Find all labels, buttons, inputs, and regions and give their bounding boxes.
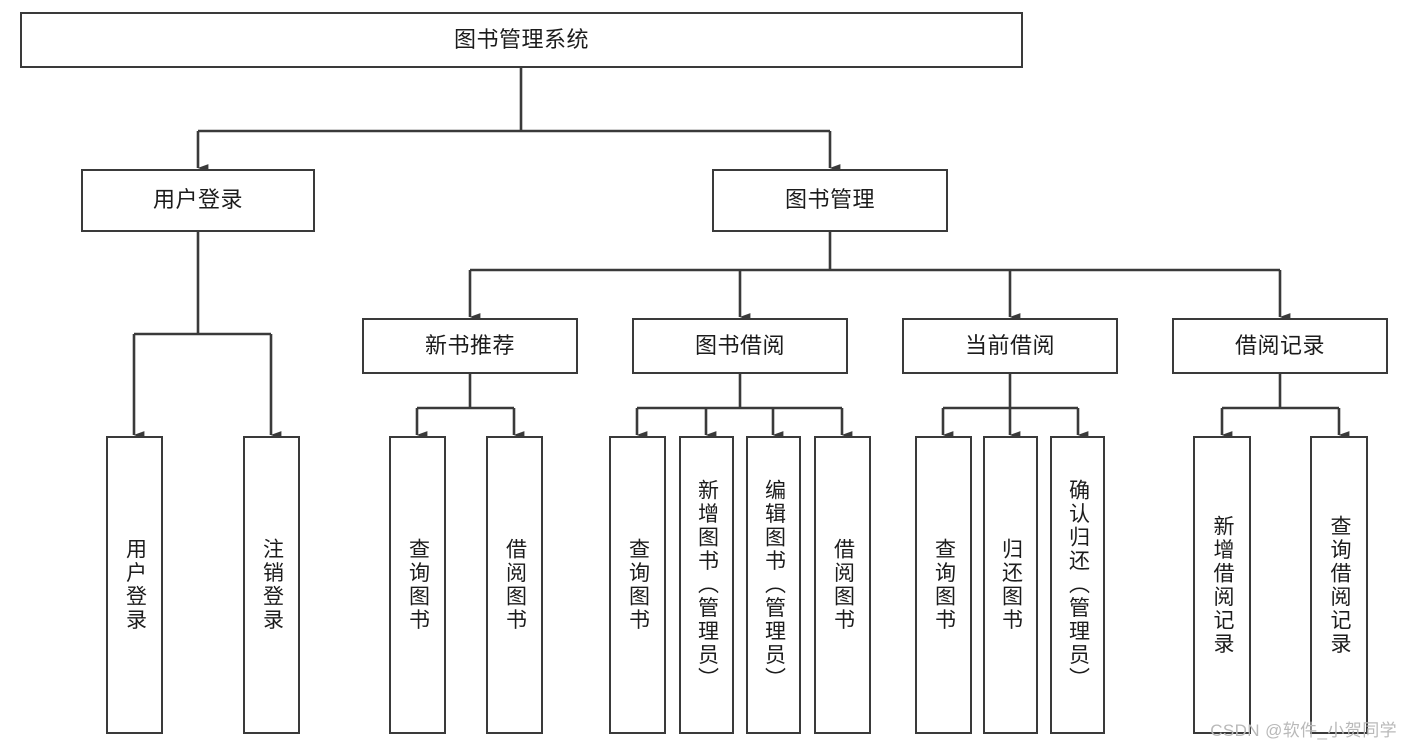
node-label: 查询图书 (932, 538, 956, 632)
leaf-new-book-borrow[interactable]: 借阅图书 (486, 436, 543, 734)
node-new-book-recommend[interactable]: 新书推荐 (362, 318, 578, 374)
node-user-login[interactable]: 用户登录 (81, 169, 315, 232)
leaf-new-book-query[interactable]: 查询图书 (389, 436, 446, 734)
node-label: 编辑图书（管理员） (762, 479, 786, 691)
node-label: 注销登录 (260, 538, 284, 632)
node-label: 归还图书 (999, 538, 1023, 632)
node-label: 当前借阅 (964, 332, 1055, 358)
leaf-current-confirm-return-admin[interactable]: 确认归还（管理员） (1050, 436, 1105, 734)
csdn-watermark: CSDN @软件_小贺同学 (1210, 721, 1397, 740)
node-label: 图书借阅 (694, 332, 785, 358)
leaf-current-return-book[interactable]: 归还图书 (983, 436, 1038, 734)
leaf-borrow-edit-book-admin[interactable]: 编辑图书（管理员） (746, 436, 801, 734)
node-label: 借阅图书 (503, 538, 527, 632)
node-borrow-record[interactable]: 借阅记录 (1172, 318, 1388, 374)
node-label: 新书推荐 (424, 332, 515, 358)
node-label: 查询借阅记录 (1328, 514, 1352, 656)
node-label: 用户登录 (152, 187, 243, 213)
node-root-book-management-system[interactable]: 图书管理系统 (20, 12, 1023, 68)
node-book-management[interactable]: 图书管理 (712, 169, 948, 232)
leaf-current-query-book[interactable]: 查询图书 (915, 436, 972, 734)
node-label: 查询图书 (626, 538, 650, 632)
leaf-user-login-login[interactable]: 用户登录 (106, 436, 163, 734)
leaf-user-login-logout[interactable]: 注销登录 (243, 436, 300, 734)
node-label: 用户登录 (123, 538, 147, 632)
node-book-borrow[interactable]: 图书借阅 (632, 318, 848, 374)
leaf-record-add-record[interactable]: 新增借阅记录 (1193, 436, 1251, 734)
leaf-borrow-query-book[interactable]: 查询图书 (609, 436, 666, 734)
node-label: 借阅图书 (831, 538, 855, 632)
node-label: 图书管理系统 (453, 26, 589, 52)
node-current-borrow[interactable]: 当前借阅 (902, 318, 1118, 374)
leaf-borrow-borrow-book[interactable]: 借阅图书 (814, 436, 871, 734)
node-label: 新增图书（管理员） (695, 479, 719, 691)
node-label: 查询图书 (406, 538, 430, 632)
leaf-borrow-add-book-admin[interactable]: 新增图书（管理员） (679, 436, 734, 734)
node-label: 图书管理 (784, 187, 875, 213)
node-label: 借阅记录 (1234, 332, 1325, 358)
leaf-record-query-record[interactable]: 查询借阅记录 (1310, 436, 1368, 734)
node-label: 新增借阅记录 (1211, 514, 1235, 656)
node-label: 确认归还（管理员） (1066, 479, 1090, 691)
